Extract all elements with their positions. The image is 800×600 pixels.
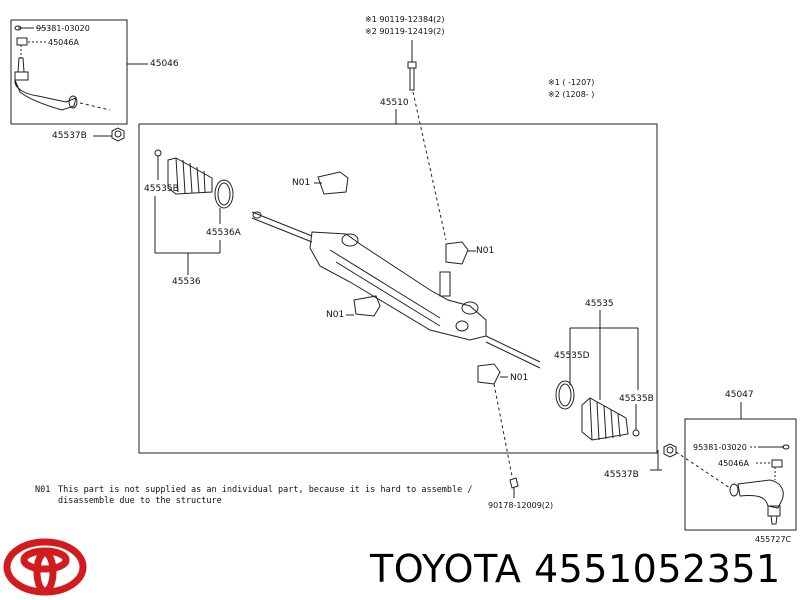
label-rack: 45510: [380, 98, 409, 108]
legend-range-2: ※2 (1208- ): [548, 90, 595, 99]
footer-brand: TOYOTA: [370, 547, 522, 591]
cotter-pin-right-icon: [760, 444, 790, 450]
label-lock-nut-left: 45537B: [52, 131, 87, 141]
tie-rod-end-left-icon: [14, 57, 78, 111]
footer-title: TOYOTA 4551052351: [370, 547, 781, 591]
label-nut-right: 45046A: [718, 459, 749, 468]
diagram-code: 455727C: [755, 535, 792, 544]
tie-rod-end-right-icon: [729, 479, 784, 525]
label-boot-set: 45536: [172, 277, 201, 287]
label-n01-bottom: N01: [510, 373, 529, 383]
note-line-1: This part is not supplied as an individu…: [58, 485, 473, 495]
boot-right-icon: [581, 397, 629, 441]
label-bottom-bolt: 90178-12009(2): [488, 501, 554, 510]
label-n01-top-right: N01: [476, 246, 495, 256]
lock-nut-left-icon: [111, 127, 125, 142]
label-tie-rod-left: 45046: [150, 59, 179, 69]
label-boot-right: 45535: [585, 299, 614, 309]
label-clamp-d: 45535D: [554, 351, 590, 361]
label-lock-nut-right: 45537B: [604, 470, 639, 480]
legend-range-1: ※1 ( -1207): [548, 78, 595, 87]
boot-clamp-small-right-icon: [632, 429, 640, 437]
bushing-n01-top-left-icon: [317, 171, 349, 195]
label-tie-rod-right: 45047: [725, 390, 754, 400]
boot-clamp-large-left-icon: [214, 179, 234, 209]
right-tie-rod-box: [684, 418, 797, 531]
castle-nut-icon: [16, 37, 28, 46]
top-bolt-icon: [407, 61, 417, 91]
label-boot-clamp-b-left: 45535B: [144, 184, 179, 194]
bushing-n01-top-right-icon: [445, 241, 469, 265]
bushing-n01-bottom-icon: [477, 363, 501, 385]
boot-clamp-small-left-icon: [154, 149, 162, 157]
label-top-bolt-2: ※2 90119-12419(2): [365, 27, 445, 36]
note-code: N01: [35, 485, 51, 495]
rack-housing-icon: [251, 211, 541, 369]
boot-clamp-large-right-icon: [555, 380, 575, 410]
label-n01-mid: N01: [326, 310, 345, 320]
castle-nut-right-icon: [771, 459, 783, 468]
label-cotter-pin-right: 95381-03020: [693, 443, 747, 452]
label-clamp-a: 45536A: [206, 228, 241, 238]
label-top-bolt-1: ※1 90119-12384(2): [365, 15, 445, 24]
toyota-logo: [3, 538, 87, 596]
label-cotter-pin-left: 95381-03020: [36, 24, 90, 33]
boot-left-icon: [167, 157, 213, 195]
lock-nut-right-icon: [663, 443, 677, 458]
bushing-n01-mid-icon: [353, 295, 381, 317]
label-n01-top-left: N01: [292, 178, 311, 188]
cotter-pin-icon: [14, 25, 34, 31]
label-boot-clamp-b-right: 45535B: [619, 394, 654, 404]
footer-part-number: 4551052351: [533, 547, 781, 591]
bottom-bolt-icon: [509, 477, 519, 489]
left-tie-rod-box: [10, 19, 128, 125]
label-nut-left: 45046A: [48, 38, 79, 47]
rack-assembly-box: [138, 123, 658, 454]
note-line-2: disassemble due to the structure: [58, 496, 222, 506]
